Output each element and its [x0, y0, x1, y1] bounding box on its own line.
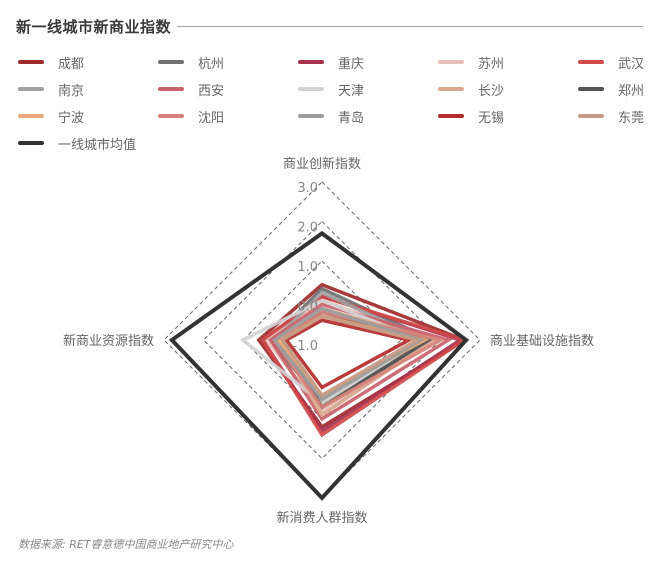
axis-label: 新消费人群指数	[276, 510, 367, 526]
legend-label: 青岛	[338, 110, 365, 126]
legend-item: 天津	[298, 79, 364, 99]
legend-item: 沈阳	[158, 106, 224, 126]
grid-ring	[242, 260, 402, 420]
axis-label: 商业创新指数	[283, 156, 361, 172]
legend-swatch	[158, 114, 184, 118]
legend-swatch	[578, 87, 604, 91]
legend-swatch	[298, 60, 324, 64]
legend-label: 天津	[338, 83, 365, 99]
tick-label: 1.0	[297, 260, 318, 275]
legend-swatch	[18, 87, 44, 91]
legend-item: 南京	[18, 79, 84, 99]
legend-label: 宁波	[58, 110, 85, 126]
legend-item: 杭州	[158, 52, 224, 72]
legend-label: 一线城市均值	[58, 137, 137, 153]
legend-swatch	[18, 60, 44, 64]
legend-label: 苏州	[478, 56, 505, 72]
legend-item: 宁波	[18, 106, 84, 126]
grid-ring	[163, 181, 481, 499]
legend-item: 长沙	[438, 79, 504, 99]
tick-label: 3.0	[297, 181, 318, 196]
legend-label: 沈阳	[198, 110, 225, 126]
city-series-line	[283, 318, 414, 390]
city-series-line	[279, 314, 422, 398]
chart-title-row: 新一线城市新商业指数	[16, 14, 643, 38]
city-series-line	[272, 306, 425, 402]
tick-label: 0.0	[297, 300, 318, 315]
legend-label: 杭州	[198, 56, 225, 72]
legend-label: 成都	[58, 56, 85, 72]
legend-swatch	[158, 60, 184, 64]
legend-item: 重庆	[298, 52, 364, 72]
legend-swatch	[578, 114, 604, 118]
city-series-line	[260, 294, 469, 438]
legend-item: 西安	[158, 79, 224, 99]
legend-label: 西安	[198, 83, 225, 99]
chart-title: 新一线城市新商业指数	[16, 17, 172, 36]
legend-item: 东莞	[578, 106, 644, 126]
legend-item: 苏州	[438, 52, 504, 72]
legend-label: 重庆	[338, 56, 365, 72]
legend-label: 武汉	[618, 56, 645, 72]
axis-label: 商业基础设施指数	[490, 334, 594, 349]
legend-label: 南京	[58, 83, 85, 99]
tick-label: 2.0	[297, 221, 318, 236]
tick-label: -1.0	[293, 339, 318, 354]
legend-item: 青岛	[298, 106, 364, 126]
legend-swatch	[578, 60, 604, 64]
legend-item: 无锡	[438, 106, 504, 126]
city-series-line	[268, 302, 453, 422]
legend-swatch	[298, 87, 324, 91]
legend-item: 武汉	[578, 52, 644, 72]
axis-label: 新商业资源指数	[63, 333, 154, 349]
legend-item: 郑州	[578, 79, 644, 99]
legend-swatch	[158, 87, 184, 91]
title-divider	[177, 25, 643, 27]
legend-label: 长沙	[478, 83, 505, 99]
legend-swatch	[18, 114, 44, 118]
legend-item: 一线城市均值	[18, 133, 136, 153]
average-series-line	[168, 230, 470, 501]
data-source-note: 数据来源: RET睿意德中国商业地产研究中心	[18, 538, 234, 551]
legend-label: 东莞	[618, 110, 645, 126]
legend-swatch	[438, 60, 464, 64]
legend-swatch	[438, 87, 464, 91]
legend-item: 成都	[18, 52, 84, 72]
legend-swatch	[18, 141, 44, 145]
legend-label: 郑州	[618, 83, 645, 99]
legend-swatch	[298, 114, 324, 118]
legend-label: 无锡	[478, 110, 505, 126]
legend-swatch	[438, 114, 464, 118]
